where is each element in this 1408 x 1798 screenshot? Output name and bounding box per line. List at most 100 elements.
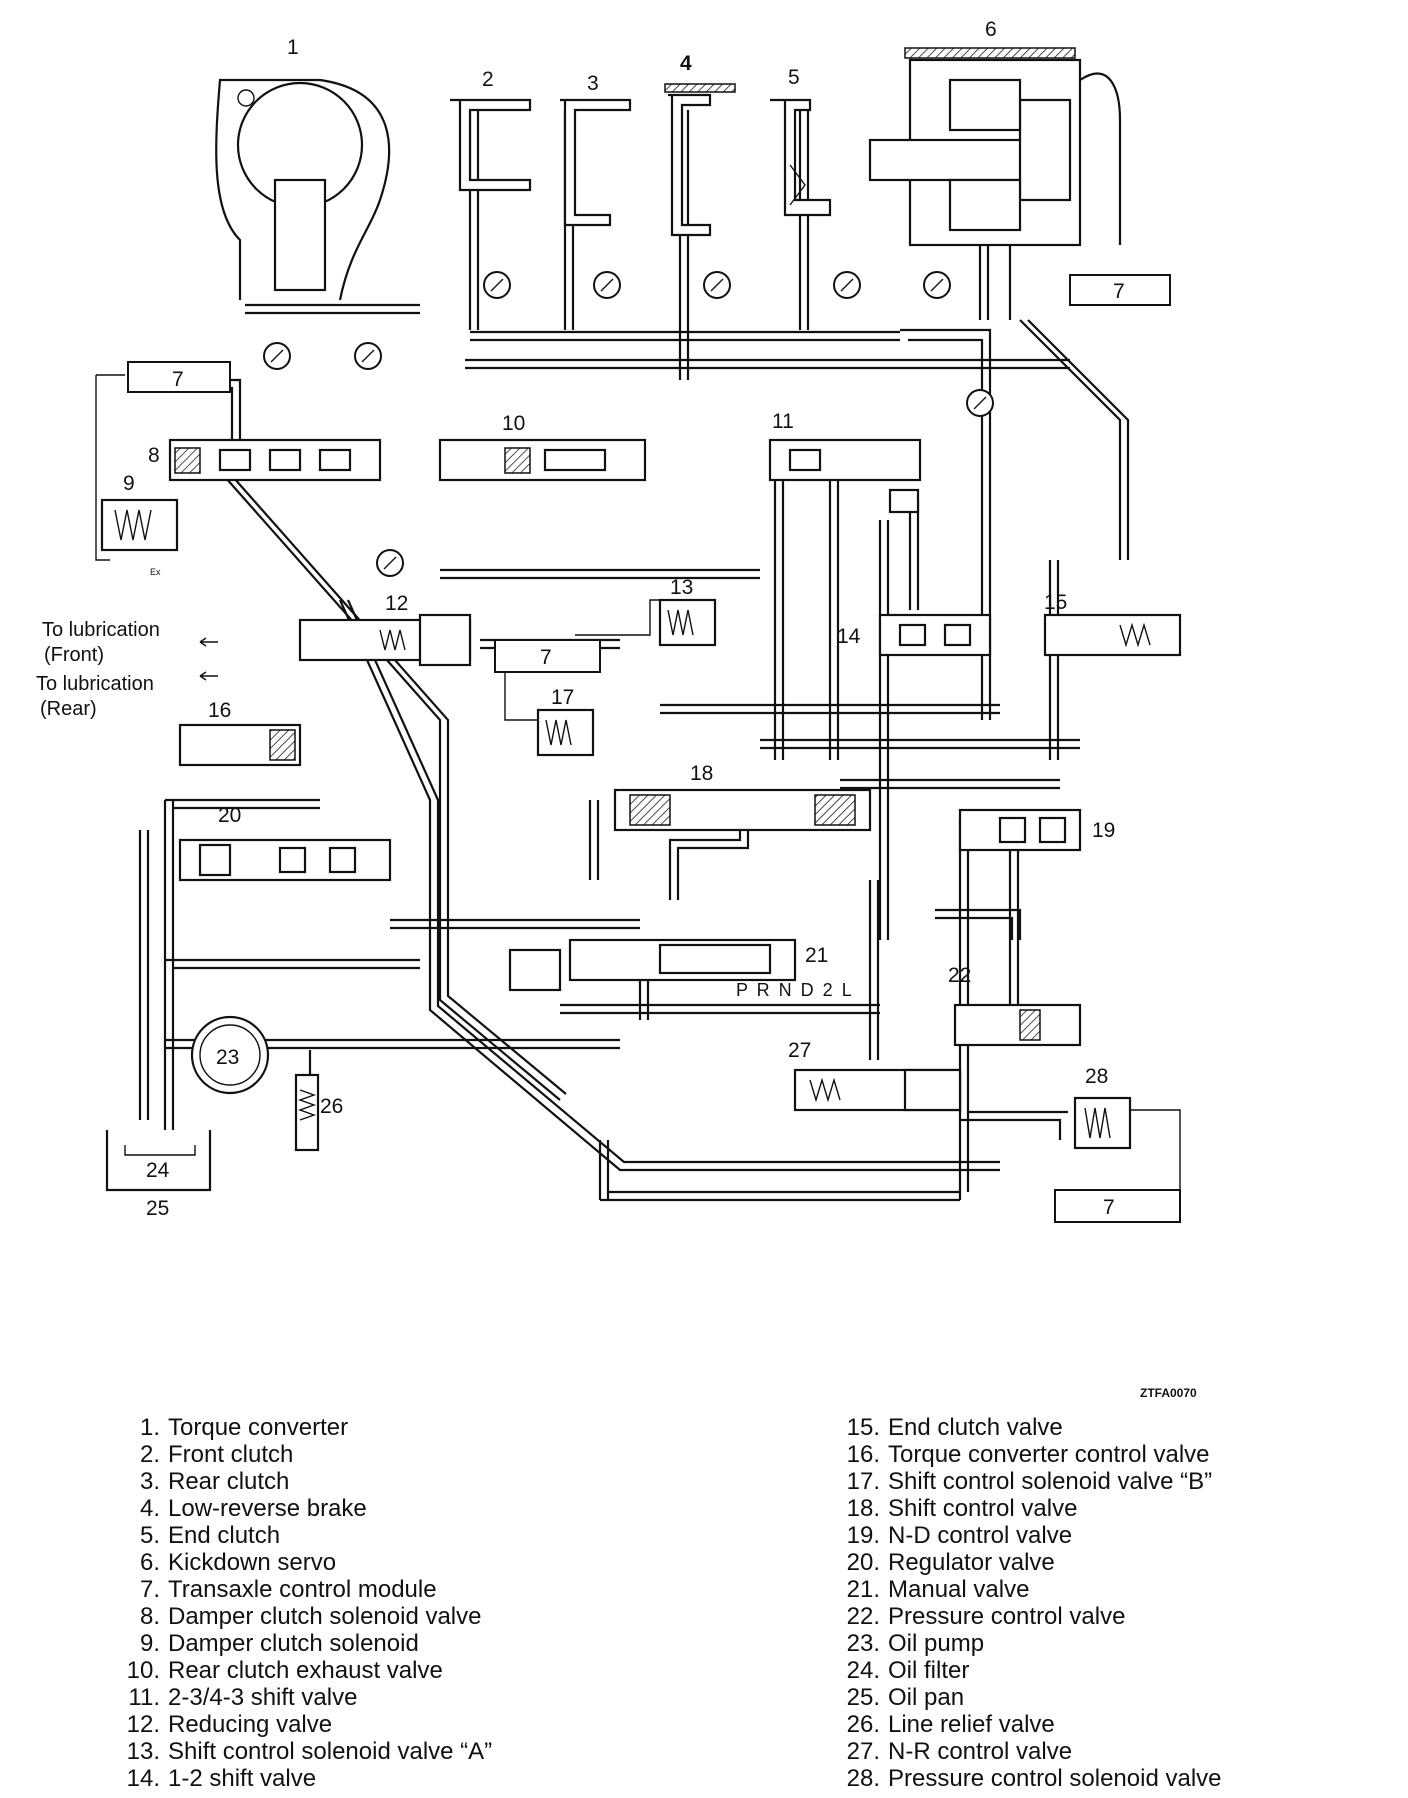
legend-item-number: 13. bbox=[126, 1738, 160, 1765]
legend-item: 11. 2-3/4-3 shift valve bbox=[118, 1684, 492, 1711]
tcm-box-left bbox=[127, 361, 231, 393]
label-9: 9 bbox=[123, 472, 135, 495]
legend-item-text: Torque converter control valve bbox=[888, 1441, 1210, 1468]
legend-item-number: 17. bbox=[846, 1468, 880, 1495]
legend-item: 10. Rear clutch exhaust valve bbox=[118, 1657, 492, 1684]
tcm-box-top-right bbox=[1069, 274, 1171, 306]
legend-item-number: 19. bbox=[846, 1522, 880, 1549]
legend-item-number: 11. bbox=[128, 1684, 160, 1711]
legend-item-number: 15. bbox=[846, 1414, 880, 1441]
legend-item: 24.Oil filter bbox=[838, 1657, 1222, 1684]
legend-item: 28. Pressure control solenoid valve bbox=[838, 1765, 1222, 1792]
kickdown-servo bbox=[868, 47, 1122, 247]
label-6: 6 bbox=[985, 18, 997, 41]
legend-item-text: Rear clutch exhaust valve bbox=[168, 1657, 443, 1684]
legend-item-text: Manual valve bbox=[888, 1576, 1030, 1603]
lubrication-front-label: To lubrication bbox=[42, 619, 160, 641]
legend-item-text: Shift control solenoid valve “A” bbox=[168, 1738, 493, 1765]
legend-item-text: N-R control valve bbox=[888, 1738, 1073, 1765]
label-20: 20 bbox=[218, 804, 241, 827]
label-4: 4 bbox=[680, 52, 692, 75]
legend-item-number: 10. bbox=[126, 1657, 160, 1684]
hydraulic-circuit-diagram: 1 2 3 4 5 6 7 7 7 7 8 9 10 11 12 13 14 1… bbox=[36, 18, 1182, 1223]
legend-item-text: Shift control solenoid valve “B” bbox=[888, 1468, 1213, 1495]
label-8: 8 bbox=[148, 444, 160, 467]
shift-valve-1-2 bbox=[878, 613, 992, 657]
legend-item-number: 28. bbox=[846, 1765, 880, 1792]
label-15: 15 bbox=[1044, 591, 1067, 614]
hydraulic-lines bbox=[95, 110, 1181, 1205]
label-5: 5 bbox=[788, 66, 800, 89]
oil-pump bbox=[190, 1015, 270, 1095]
legend-item-text: Front clutch bbox=[168, 1441, 294, 1468]
label-7-left: 7 bbox=[172, 368, 184, 391]
legend-item-text: Pressure control valve bbox=[888, 1603, 1126, 1630]
label-11: 11 bbox=[772, 410, 794, 433]
legend-item-text: Oil pan bbox=[888, 1684, 965, 1711]
legend-item-number: 4. bbox=[139, 1495, 160, 1522]
legend-item-text: Reducing valve bbox=[168, 1711, 333, 1738]
lubrication-rear-label: To lubrication bbox=[36, 673, 154, 695]
label-2: 2 bbox=[482, 68, 494, 91]
legend-item-number: 23. bbox=[846, 1630, 880, 1657]
legend-item-text: Torque converter bbox=[168, 1414, 349, 1441]
legend-item: 12.Reducing valve bbox=[118, 1711, 492, 1738]
legend-item-number: 20. bbox=[846, 1549, 880, 1576]
pressure-gauges bbox=[263, 271, 994, 577]
legend-item: 16.Torque converter control valve bbox=[838, 1441, 1222, 1468]
legend-item: 23. Oil pump bbox=[838, 1630, 1222, 1657]
legend-item-text: Oil pump bbox=[888, 1630, 985, 1657]
legend-item: 1. Torque converter bbox=[118, 1414, 492, 1441]
end-clutch-valve bbox=[1043, 613, 1182, 657]
legend-item-text: Pressure control solenoid valve bbox=[888, 1765, 1222, 1792]
label-25: 25 bbox=[146, 1197, 169, 1220]
oil-pan bbox=[105, 1130, 212, 1192]
valves bbox=[100, 438, 1182, 1192]
legend-item-text: 2-3/4-3 shift valve bbox=[168, 1684, 358, 1711]
label-7-top-right: 7 bbox=[1113, 280, 1125, 303]
legend-item: 26.Line relief valve bbox=[838, 1711, 1222, 1738]
legend-item-number: 8. bbox=[139, 1603, 160, 1630]
legend-item-text: Shift control valve bbox=[888, 1495, 1078, 1522]
legend-item: 6. Kickdown servo bbox=[118, 1549, 492, 1576]
legend-item-number: 26. bbox=[846, 1711, 880, 1738]
tcm-box-bottom-right bbox=[1054, 1189, 1181, 1223]
exhaust-label: Ex bbox=[150, 567, 161, 577]
label-10: 10 bbox=[502, 412, 525, 435]
lubrication-rear-sublabel: (Rear) bbox=[40, 698, 97, 720]
label-1: 1 bbox=[287, 36, 299, 59]
legend-item-number: 2. bbox=[139, 1441, 160, 1468]
legend-item: 2. Front clutch bbox=[118, 1441, 492, 1468]
legend-item: 7.Transaxle control module bbox=[118, 1576, 492, 1603]
label-14: 14 bbox=[837, 625, 861, 648]
label-23: 23 bbox=[216, 1046, 239, 1069]
legend-item: 17. Shift control solenoid valve “B” bbox=[838, 1468, 1222, 1495]
legend-item-number: 7. bbox=[139, 1576, 160, 1603]
legend-item: 25. Oil pan bbox=[838, 1684, 1222, 1711]
label-16: 16 bbox=[208, 699, 231, 722]
lubrication-front-sublabel: (Front) bbox=[44, 644, 104, 666]
legend-item-number: 25. bbox=[846, 1684, 880, 1711]
legend-item-text: Regulator valve bbox=[888, 1549, 1055, 1576]
legend-item-number: 3. bbox=[139, 1468, 160, 1495]
legend-item: 14. 1-2 shift valve bbox=[118, 1765, 492, 1792]
label-12: 12 bbox=[385, 592, 408, 615]
legend-item-text: Kickdown servo bbox=[168, 1549, 337, 1576]
legend-item-number: 1. bbox=[139, 1414, 160, 1441]
legend-item: 21.Manual valve bbox=[838, 1576, 1222, 1603]
legend-item-number: 27. bbox=[846, 1738, 880, 1765]
legend-item: 20. Regulator valve bbox=[838, 1549, 1222, 1576]
legend-item-number: 24. bbox=[846, 1657, 880, 1684]
label-21: 21 bbox=[805, 944, 828, 967]
legend-item-number: 6. bbox=[139, 1549, 160, 1576]
legend-item: 3.Rear clutch bbox=[118, 1468, 492, 1495]
legend-item-text: 1-2 shift valve bbox=[168, 1765, 317, 1792]
legend-item-number: 14. bbox=[126, 1765, 160, 1792]
legend-item: 8.Damper clutch solenoid valve bbox=[118, 1603, 492, 1630]
label-27: 27 bbox=[788, 1039, 811, 1062]
label-19: 19 bbox=[1092, 819, 1115, 842]
pressure-control-valve bbox=[953, 1003, 1082, 1047]
diagram-notes: To lubrication (Front) To lubrication (R… bbox=[36, 567, 852, 1000]
